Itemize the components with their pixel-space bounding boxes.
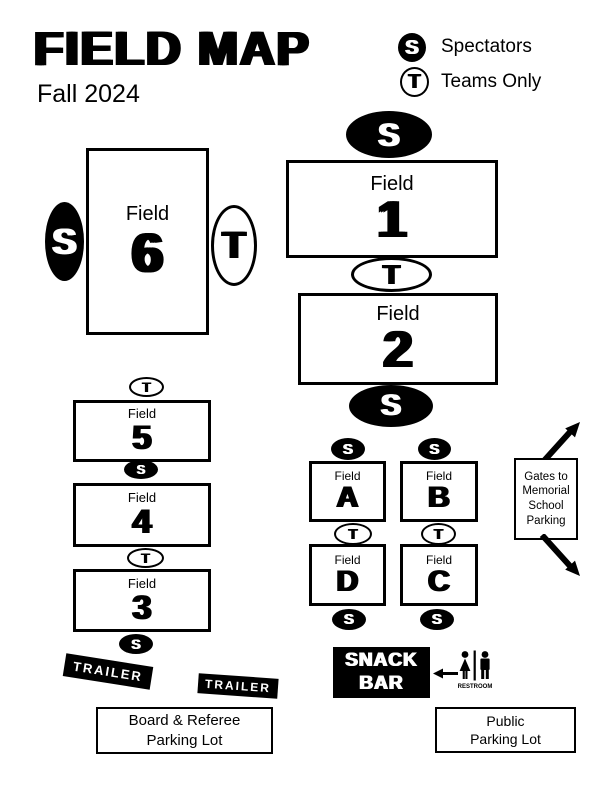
field-5-number: 5	[132, 419, 152, 458]
gates-sign-line4: Parking	[526, 514, 566, 527]
field-D-box: Field D	[309, 544, 386, 606]
field-B-number: B	[428, 481, 450, 515]
spectators-marker-fieldB: S	[418, 438, 451, 460]
field-6-word: Field	[125, 203, 170, 226]
field-3-box: Field 3	[73, 569, 211, 632]
restroom-icon	[459, 650, 490, 681]
field-6-number: 6	[131, 221, 164, 285]
legend-teams-icon: T	[400, 67, 429, 97]
field-5-word: Field	[127, 406, 157, 422]
field-C-word: Field	[425, 552, 452, 567]
spectators-marker-fieldA: S	[331, 438, 365, 460]
down-right-arrow-icon	[539, 534, 580, 576]
snack-bar-line2: BAR	[359, 672, 404, 694]
field-1-box: Field 1	[286, 160, 498, 258]
field-4-word: Field	[127, 490, 157, 506]
field-5-box: Field 5	[73, 400, 211, 462]
field-B-word: Field	[425, 469, 452, 484]
teams-marker-field6: T	[211, 205, 257, 286]
page-title: FIELD MAP	[34, 23, 311, 76]
board-parking-line2: Parking Lot	[146, 731, 223, 749]
gates-sign-line3: School	[528, 500, 564, 512]
spectators-marker-field3: S	[119, 634, 153, 654]
snack-bar-sign: SNACK BAR	[333, 647, 430, 698]
teams-marker-field5: T	[129, 377, 164, 397]
field-4-number: 4	[132, 503, 152, 542]
board-referee-parking-sign: Board & Referee Parking Lot	[96, 707, 273, 754]
field-3-number: 3	[132, 588, 152, 627]
field-4-box: Field 4	[73, 483, 211, 547]
field-D-number: D	[336, 564, 359, 598]
teams-marker-fieldA-D: T	[334, 523, 372, 545]
spectators-marker-field5-4: S	[124, 460, 158, 479]
spectators-marker-fieldC: S	[420, 609, 454, 630]
legend-spectators-icon: S	[398, 33, 426, 62]
public-parking-line2: Parking Lot	[470, 731, 541, 747]
up-right-arrow-icon	[539, 422, 580, 464]
gates-sign: Gates to Memorial School Parking	[514, 458, 578, 540]
field-C-box: Field C	[400, 544, 478, 606]
field-D-word: Field	[334, 552, 361, 567]
field-A-box: Field A	[309, 461, 386, 522]
page-subtitle: Fall 2024	[37, 80, 140, 108]
field-B-box: Field B	[400, 461, 478, 522]
legend-teams-label: Teams Only	[441, 71, 542, 92]
teams-marker-fieldB-C: T	[421, 523, 456, 545]
gates-sign-line1: Gates to	[524, 470, 568, 483]
public-parking-sign: Public Parking Lot	[435, 707, 576, 753]
spectators-marker-fieldD: S	[332, 609, 366, 630]
spectators-marker-field2: S	[349, 385, 433, 427]
spectators-marker-field1: S	[346, 111, 432, 158]
left-arrow-icon	[433, 668, 458, 679]
field-A-word: Field	[334, 469, 361, 484]
field-6-box: Field 6	[86, 148, 209, 335]
field-1-number: 1	[377, 190, 407, 249]
field-C-number: C	[428, 564, 450, 598]
teams-marker-field4-3: T	[127, 548, 164, 568]
teams-marker-field1: T	[351, 257, 432, 292]
field-A-number: A	[336, 481, 359, 515]
restroom-label: RESTROOM	[457, 684, 493, 690]
field-2-number: 2	[383, 320, 413, 379]
field-2-box: Field 2	[298, 293, 498, 385]
trailer-sign-1: TRAILER	[62, 653, 154, 690]
field-3-word: Field	[127, 575, 157, 591]
snack-bar-line1: SNACK	[345, 649, 418, 671]
trailer-sign-2: TRAILER	[197, 673, 279, 699]
spectators-marker-field6: S	[45, 202, 84, 281]
field-1-word: Field	[370, 172, 414, 195]
public-parking-line1: Public	[486, 712, 525, 729]
legend-spectators-label: Spectators	[441, 36, 532, 57]
field-2-word: Field	[376, 302, 420, 325]
gates-sign-line2: Memorial	[522, 485, 570, 498]
board-parking-line1: Board & Referee	[128, 712, 241, 729]
